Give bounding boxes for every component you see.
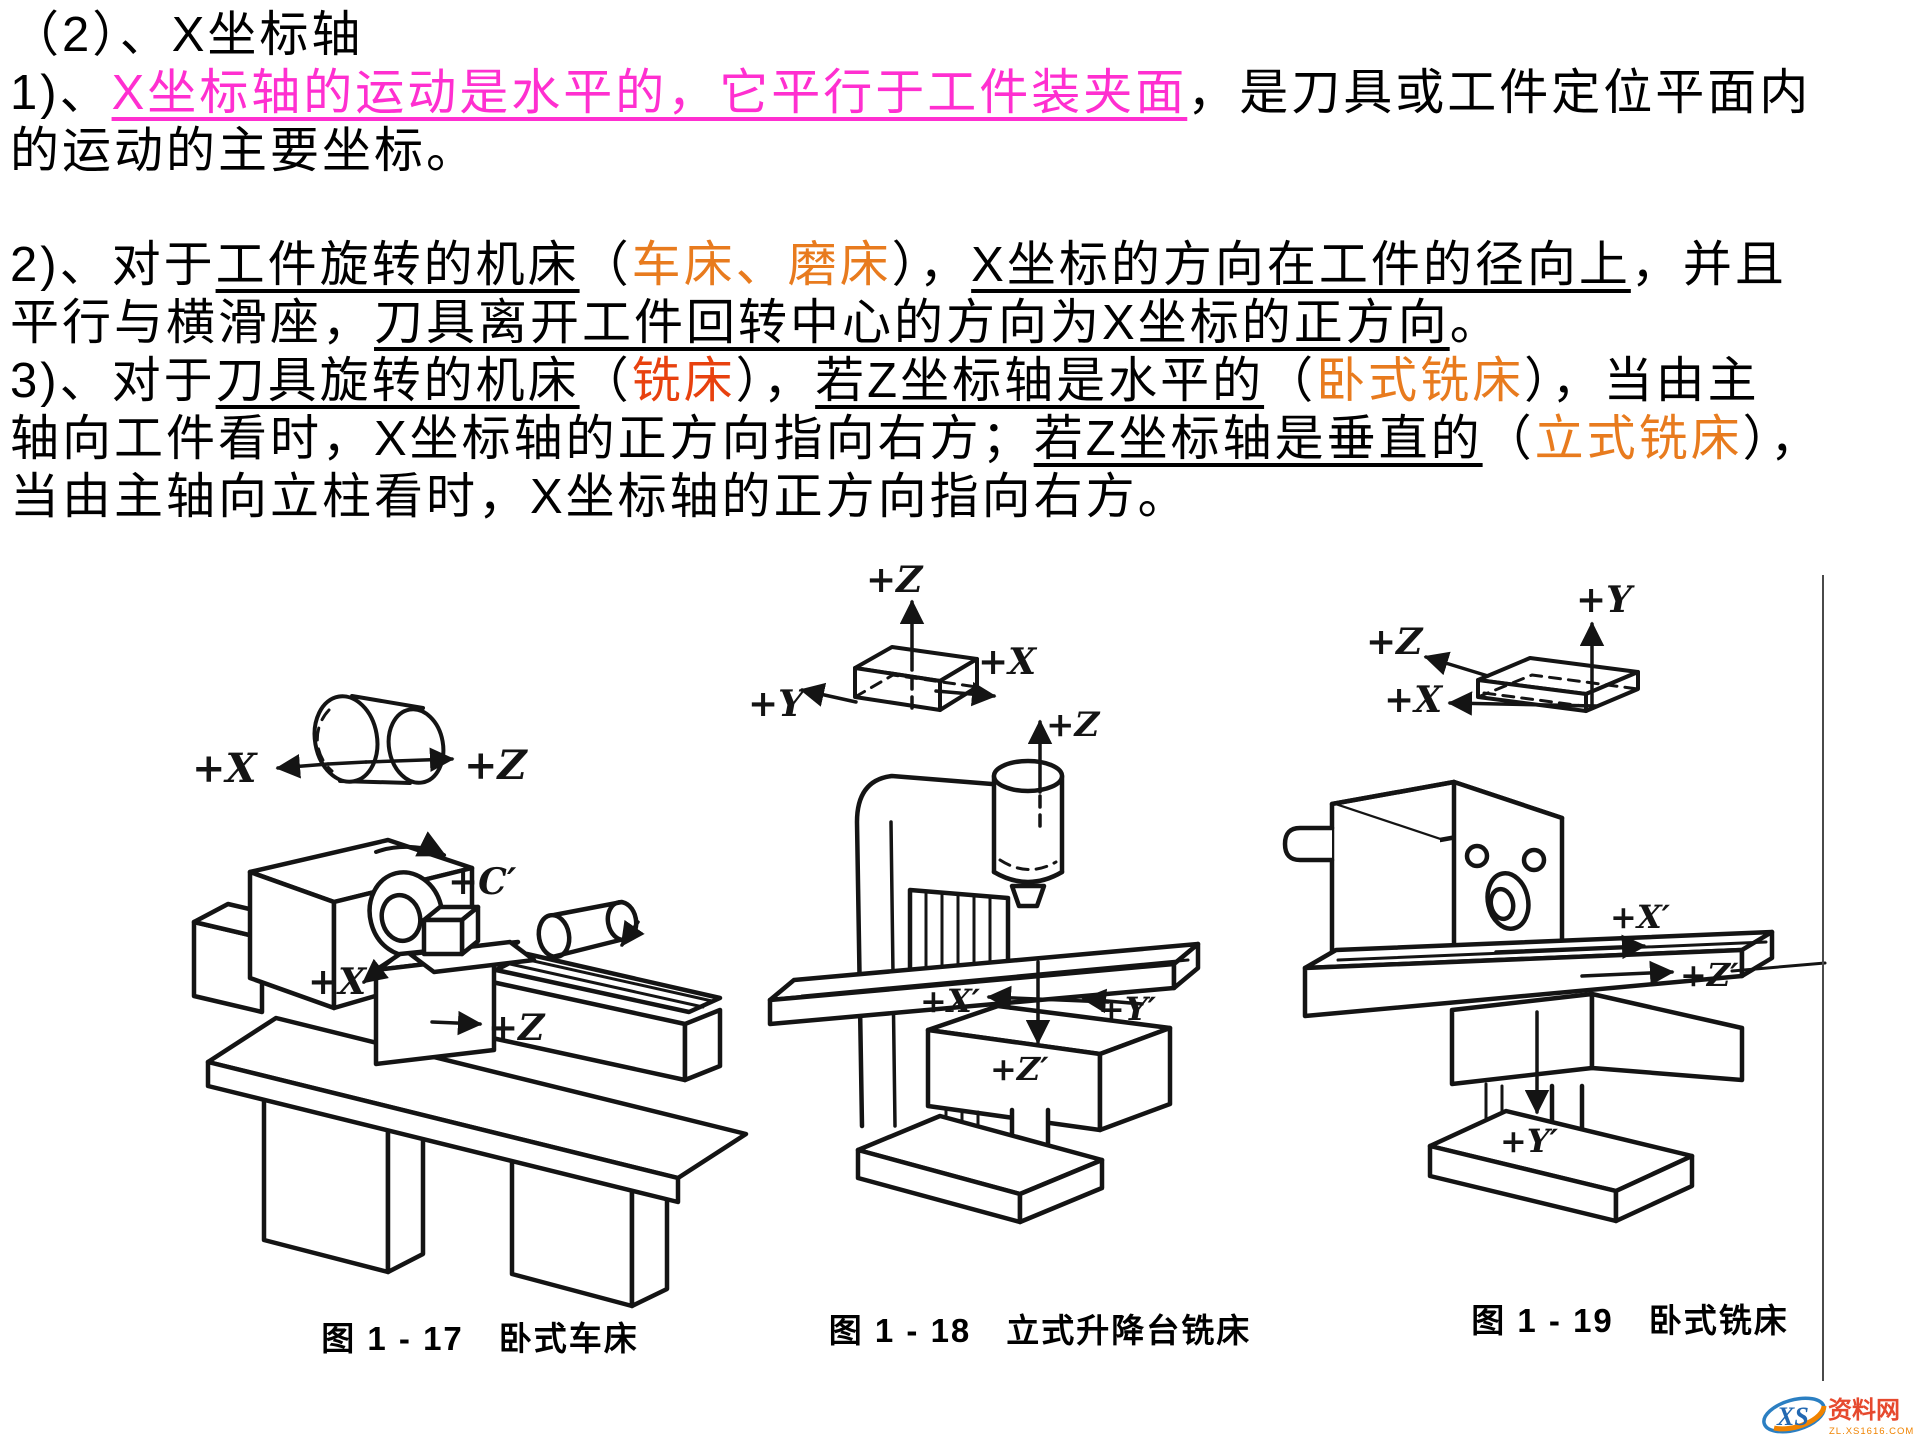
paragraph-2: 2)、对于工件旋转的机床（车床、磨床），X坐标的方向在工件的径向上，并且 平行与… bbox=[10, 236, 1905, 352]
hmill-workpiece-x-label: +X bbox=[1384, 679, 1444, 721]
paragraph-1: 1)、X坐标轴的运动是水平的，它平行于工件装夹面，是刀具或工件定位平面内 的运动… bbox=[10, 64, 1905, 180]
paragraph-3: 3)、对于刀具旋转的机床（铣床），若Z坐标轴是水平的（卧式铣床），当由主 轴向工… bbox=[10, 352, 1905, 526]
text-segment: 若Z坐标轴是水平的 bbox=[815, 354, 1265, 408]
text-segment: 1)、 bbox=[10, 66, 112, 120]
lathe-x-label: +X bbox=[308, 961, 368, 1003]
vmill-workpiece-axes bbox=[799, 599, 997, 712]
lathe-c-label: +C′ bbox=[448, 861, 517, 903]
watermark: XS 资料网 ZL.XS1616.COM bbox=[1760, 1386, 1920, 1440]
hmill-workpiece-axes bbox=[1423, 621, 1640, 716]
text-segment: 车床、磨床 bbox=[631, 238, 892, 292]
figure-horizontal-mill-svg: +Y +Z +X +X′ +Z′ +Y′ bbox=[1282, 579, 1827, 1224]
text-segment: 若Z坐标轴是垂直的 bbox=[1033, 412, 1483, 466]
watermark-logo-icon: XS bbox=[1762, 1396, 1827, 1434]
lathe-drawing bbox=[191, 831, 749, 1309]
text-segment: （ bbox=[1264, 354, 1317, 408]
vmill-drawing bbox=[767, 719, 1201, 1225]
lathe-workpiece-z-label: +Z bbox=[464, 742, 529, 789]
vmill-x-label: +X′ bbox=[920, 982, 981, 1020]
text-segment: （ bbox=[579, 238, 632, 292]
text-segment: X坐标轴的运动是水平的，它平行于工件装夹面 bbox=[111, 66, 1188, 120]
text-segment: 铣床 bbox=[631, 354, 736, 408]
lathe-workpiece-axes bbox=[275, 694, 455, 785]
text-segment: （ bbox=[579, 354, 632, 408]
caption-fig-1-19: 图 1 - 19 卧式铣床 bbox=[1471, 1302, 1789, 1339]
text-segment: ）， bbox=[891, 238, 972, 292]
text-block: （2）、X坐标轴 1)、X坐标轴的运动是水平的，它平行于工件装夹面，是刀具或工件… bbox=[10, 6, 1905, 526]
text-segment: 卧式铣床 bbox=[1316, 354, 1525, 408]
hmill-z-label: +Z′ bbox=[1680, 956, 1739, 994]
hmill-x-label: +X′ bbox=[1610, 898, 1671, 936]
figure-lathe-svg: +X +Z bbox=[191, 694, 749, 1309]
text-segment: ）， 当由主轴向立柱看时，X坐标轴的正方向指向右方。 bbox=[10, 412, 1823, 524]
page-edge-line bbox=[1822, 575, 1824, 1381]
vmill-y-label: +Y′ bbox=[1098, 990, 1157, 1028]
vmill-workpiece-z-label: +Z bbox=[866, 560, 924, 601]
hmill-workpiece-y-label: +Y bbox=[1576, 579, 1635, 621]
heading: （2）、X坐标轴 bbox=[10, 8, 364, 62]
text-segment: 刀具离开工件回转中心的方向为X坐标的正方向 bbox=[374, 296, 1450, 350]
vmill-z-label: +Z′ bbox=[990, 1050, 1049, 1088]
hmill-drawing bbox=[1282, 779, 1827, 1224]
text-segment: 3)、对于 bbox=[10, 354, 216, 408]
hmill-y-label: +Y′ bbox=[1500, 1122, 1559, 1160]
lathe-workpiece-x-label: +X bbox=[192, 745, 259, 792]
text-segment: 2)、对于 bbox=[10, 238, 216, 292]
text-segment: 立式铣床 bbox=[1534, 412, 1743, 466]
text-segment: 工件旋转的机床 bbox=[215, 238, 580, 292]
watermark-site-url: ZL.XS1616.COM bbox=[1829, 1426, 1914, 1437]
text-segment: （ bbox=[1482, 412, 1535, 466]
caption-fig-1-18: 图 1 - 18 立式升降台铣床 bbox=[828, 1312, 1252, 1349]
text-segment: ，并且 平行与横滑座， bbox=[10, 238, 1787, 350]
figure-vertical-mill-svg: +Z +X +Y bbox=[748, 560, 1201, 1225]
text-segment: ，是刀具或工件定位平面内 的运动的主要坐标。 bbox=[10, 66, 1812, 178]
watermark-logo-text: XS bbox=[1776, 1402, 1809, 1431]
text-segment: X坐标的方向在工件的径向上 bbox=[971, 238, 1631, 292]
vmill-spindle-z-label: +Z bbox=[1046, 705, 1100, 745]
hmill-workpiece-z-label: +Z bbox=[1366, 621, 1424, 663]
text-segment: ）， bbox=[735, 354, 816, 408]
text-segment: 。 bbox=[1449, 296, 1502, 350]
text-segment: ），当由主 轴向工件看时，X坐标轴的正方向指向右方； bbox=[10, 354, 1760, 466]
caption-fig-1-17: 图 1 - 17 卧式车床 bbox=[321, 1320, 639, 1357]
vmill-workpiece-x-label: +X bbox=[978, 641, 1038, 683]
lathe-z-label: +Z bbox=[488, 1007, 546, 1049]
text-segment: 刀具旋转的机床 bbox=[215, 354, 580, 408]
watermark-site-name: 资料网 bbox=[1828, 1397, 1900, 1424]
vmill-workpiece-y-label: +Y bbox=[748, 683, 807, 725]
